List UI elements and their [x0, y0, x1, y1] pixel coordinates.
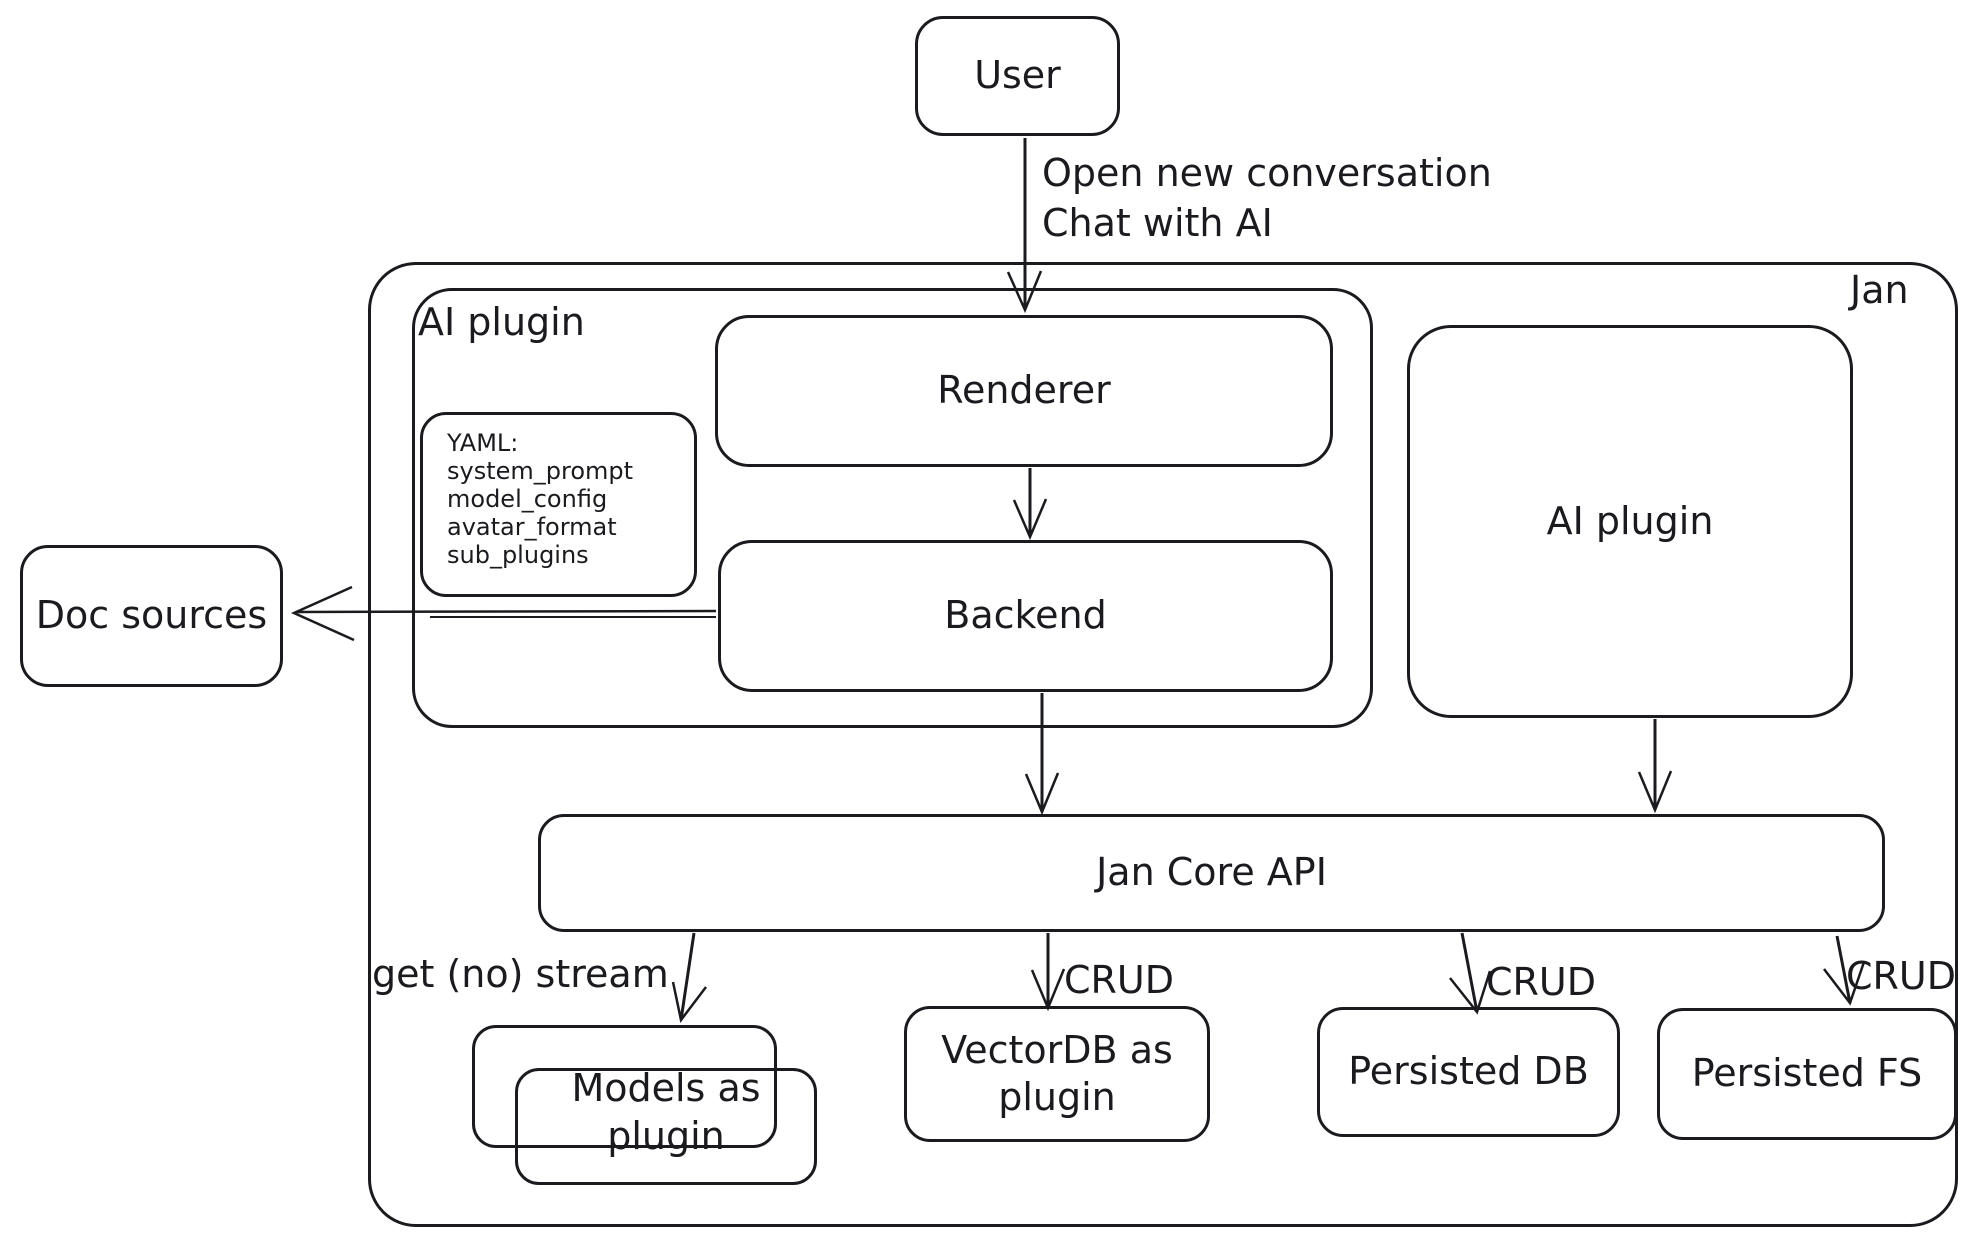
ai-plugin-container	[412, 288, 1373, 728]
edge-label-crud-vectordb: CRUD	[1064, 958, 1175, 1002]
models-box-label: Models as plugin	[571, 1066, 761, 1158]
yaml-line: sub_plugins	[447, 541, 589, 569]
jan-container	[368, 262, 1958, 1227]
yaml-note-box: YAML: system_prompt model_config avatar_…	[420, 412, 697, 597]
ai-plugin-right-box: AI plugin	[1407, 325, 1853, 718]
yaml-line: model_config	[447, 485, 608, 513]
renderer-box-label: Renderer	[937, 368, 1111, 413]
edge-label-crud-persisted-db: CRUD	[1486, 960, 1597, 1004]
doc-sources-box: Doc sources	[20, 545, 283, 687]
jan-container-label: Jan	[1850, 268, 1909, 312]
doc-sources-box-label: Doc sources	[35, 593, 268, 638]
vectordb-box-label: VectorDB as plugin	[941, 1027, 1173, 1120]
renderer-box: Renderer	[715, 315, 1333, 467]
backend-box: Backend	[718, 540, 1333, 692]
persisted-db-box: Persisted DB	[1317, 1007, 1620, 1137]
persisted-db-box-label: Persisted DB	[1348, 1049, 1589, 1094]
yaml-line: YAML:	[447, 429, 519, 457]
persisted-fs-box: Persisted FS	[1657, 1008, 1957, 1140]
edge-label-get-no-stream: get (no) stream	[372, 952, 669, 996]
yaml-line: system_prompt	[447, 457, 634, 485]
ai-plugin-right-box-label: AI plugin	[1546, 498, 1714, 543]
models-box-back	[472, 1025, 777, 1148]
persisted-fs-box-label: Persisted FS	[1691, 1051, 1923, 1096]
user-box: User	[915, 16, 1120, 136]
edge-label-user-to-renderer: Open new conversation Chat with AI	[1042, 151, 1492, 245]
jan-core-api-box: Jan Core API	[538, 814, 1885, 932]
backend-box-label: Backend	[944, 593, 1107, 638]
ai-plugin-container-label: AI plugin	[418, 300, 585, 344]
yaml-note-text: YAML: system_prompt model_config avatar_…	[447, 429, 633, 569]
vectordb-box: VectorDB as plugin	[904, 1006, 1210, 1142]
jan-core-api-box-label: Jan Core API	[1096, 850, 1327, 895]
edge-label-crud-persisted-fs: CRUD	[1846, 954, 1957, 998]
yaml-line: avatar_format	[447, 513, 617, 541]
models-box: Models as plugin	[515, 1066, 817, 1185]
user-box-label: User	[974, 53, 1061, 98]
